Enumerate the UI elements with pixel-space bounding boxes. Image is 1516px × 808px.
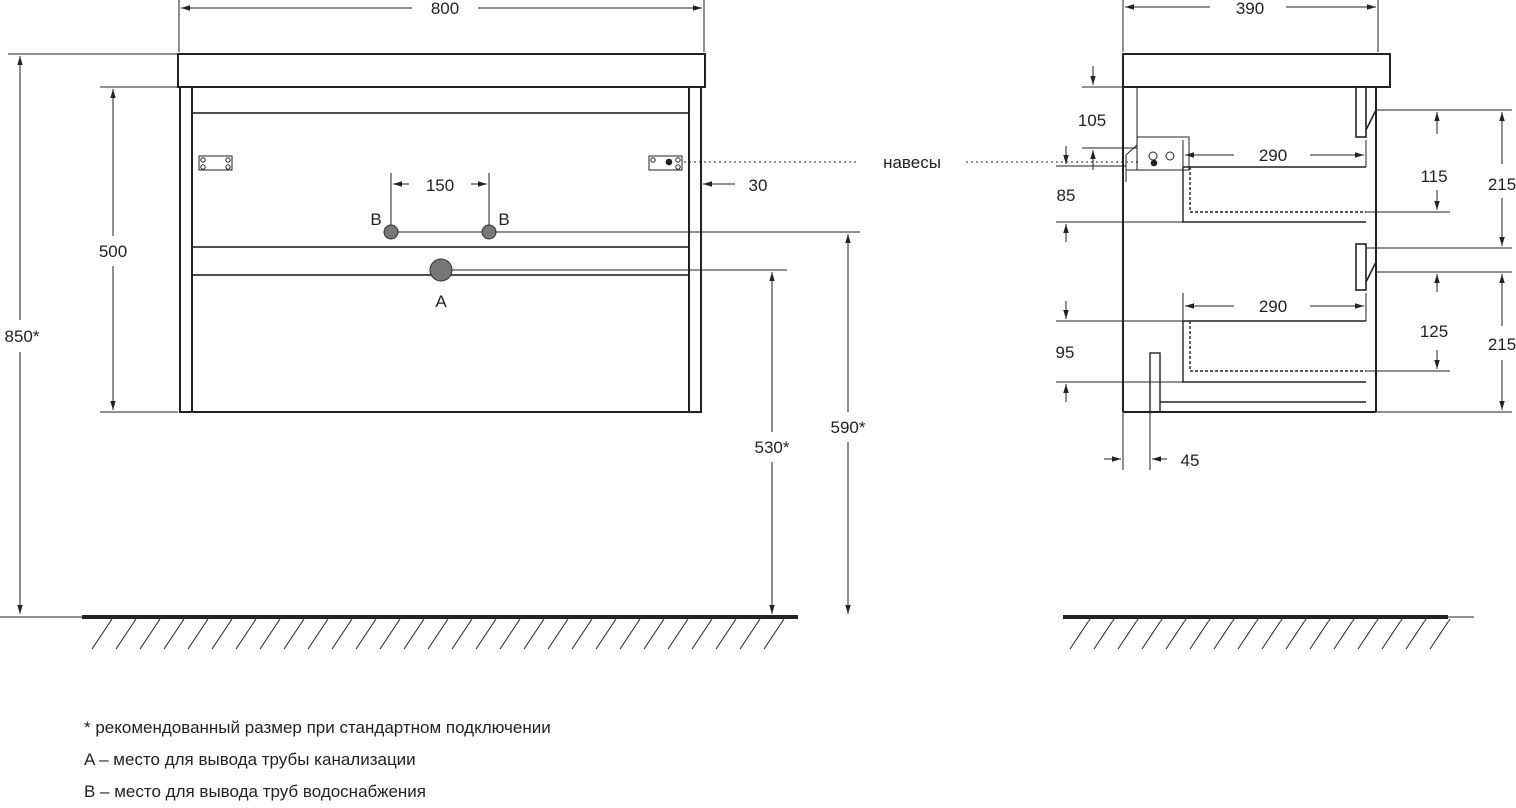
front-top-rail [191,86,690,114]
dim-500-label: 500 [99,242,127,261]
dim-215-top-label: 215 [1488,175,1516,194]
front-left-panel [179,86,193,413]
label-b-left: B [370,210,381,229]
notes-block: * рекомендованный размер при стандартном… [84,712,551,808]
dim-85-label: 85 [1057,186,1076,205]
label-b-right: B [498,210,509,229]
dim-30-label: 30 [749,176,768,195]
dim-850-line [8,53,178,614]
front-countertop [177,53,706,88]
dim-500-line [100,86,178,413]
dim-45-label: 45 [1181,451,1200,470]
hinge-right-icon [648,155,683,171]
dim-45-line [1104,412,1167,470]
front-view [177,53,706,413]
side-top-drawer [1182,166,1366,223]
dim-290-top-line [1182,140,1367,167]
dim-105-line [1082,66,1137,170]
dim-125-label: 125 [1420,322,1448,341]
water-pipe-b-left-icon [383,224,399,240]
dim-390-label: 390 [1236,0,1264,18]
dim-150-line [390,173,490,232]
wall-bracket-bottom-icon [1355,243,1377,291]
note-water-b: B – место для вывода труб водоснабжения [84,782,426,801]
floor-front [0,615,798,650]
wall-bracket-top-icon [1355,86,1377,138]
side-hinge-icon [1125,136,1190,182]
hinge-label: навесы [883,153,941,172]
dim-215-top-line [1366,109,1512,249]
side-countertop [1122,53,1391,88]
water-pipe-b-right-icon [481,224,497,240]
dim-290-bottom-line [1182,293,1367,321]
dim-215-bottom-label: 215 [1488,335,1516,354]
dim-800-label: 800 [431,0,459,18]
dim-105-label: 105 [1078,111,1106,130]
dim-95-line [1056,301,1183,402]
dim-95-label: 95 [1056,343,1075,362]
dim-85-line [1056,146,1183,242]
drain-pipe-a-icon [429,258,453,282]
dim-800-line [178,0,705,52]
dim-150-label: 150 [426,176,454,195]
dim-290-top-label: 290 [1259,146,1287,165]
side-bottom-drawer [1149,320,1366,413]
floor-side [1063,615,1474,650]
dim-530-label: 530* [755,438,790,457]
label-a: A [435,292,447,311]
hinge-left-icon [198,155,233,171]
note-recommended: * рекомендованный размер при стандартном… [84,718,551,737]
dim-390-line [1122,0,1379,52]
front-right-panel [688,86,702,413]
dim-30-line [700,173,735,195]
dim-215-bottom-line [1376,271,1512,413]
dim-290-bottom-label: 290 [1259,297,1287,316]
side-view [1122,53,1391,413]
dim-115-label: 115 [1420,167,1447,186]
dim-590-label: 590* [831,418,866,437]
dim-115-line [1366,109,1450,213]
note-drain-a: A – место для вывода трубы канализации [84,750,416,769]
dim-850-label: 850* [5,327,40,346]
